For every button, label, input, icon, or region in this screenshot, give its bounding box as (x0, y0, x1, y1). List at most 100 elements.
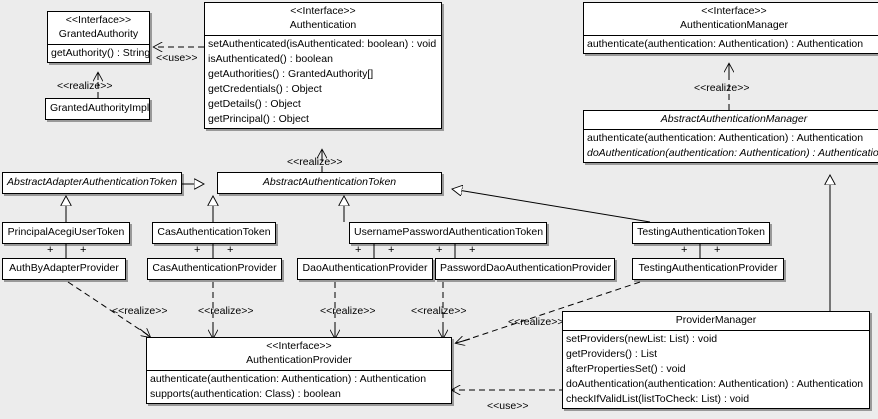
member-row: setProviders(newList: List) : void (566, 333, 718, 345)
edge-label-realize-authentication: <<realize>> (287, 156, 343, 168)
edge-label-use-granted-authority: <<use>> (156, 52, 198, 64)
rel-tat-generalizes-aat (452, 189, 651, 223)
class-name: AbstractAuthenticationToken (262, 176, 397, 188)
stereotype-label: <<Interface>> (65, 14, 132, 26)
class-name: GrantedAuthority (58, 28, 139, 40)
class-name: PasswordDaoAuthenticationProvider (440, 262, 612, 274)
class-header: CasAuthenticationToken (153, 223, 275, 243)
member-row: authenticate(authentication: Authenticat… (587, 132, 864, 144)
class-name: TestingAuthenticationToken (637, 226, 765, 238)
class-testing-authentication-provider[interactable]: TestingAuthenticationProvider (632, 258, 784, 280)
class-provider-manager[interactable]: ProviderManager setProviders(newList: Li… (562, 311, 870, 409)
class-header: PrincipalAcegiUserToken (3, 223, 129, 243)
class-name: AbstractAdapterAuthenticationToken (7, 176, 178, 188)
edge-label-realize-cas-authentication-provider: <<realize>> (198, 305, 254, 317)
class-password-dao-authentication-provider[interactable]: PasswordDaoAuthenticationProvider (435, 258, 615, 280)
class-members: authenticate(authentication: Authenticat… (584, 35, 878, 53)
class-principal-acegi-user-token[interactable]: PrincipalAcegiUserToken (2, 222, 130, 244)
multiplicity-plus: + (227, 244, 234, 256)
class-members: setAuthenticated(isAuthenticated: boolea… (205, 35, 441, 128)
class-header: ProviderManager (563, 312, 869, 330)
class-header: GrantedAuthorityImpl (46, 99, 149, 119)
edge-label-realize-authentication-manager: <<realize>> (694, 82, 750, 94)
class-members: getAuthority() : String (48, 44, 149, 62)
member-row: isAuthenticated() : boolean (208, 53, 333, 65)
class-name: AuthenticationManager (680, 19, 788, 31)
multiplicity-plus: + (436, 244, 443, 256)
multiplicity-plus: + (714, 244, 721, 256)
stereotype-label: <<Interface>> (266, 340, 332, 352)
member-row: getAuthorities() : GrantedAuthority[] (208, 68, 374, 80)
class-cas-authentication-token[interactable]: CasAuthenticationToken (152, 222, 276, 244)
multiplicity-plus: + (355, 244, 362, 256)
member-row: checkIfValidList(listToCheck: List) : vo… (566, 393, 750, 405)
edge-label-use-authentication-provider: <<use>> (487, 400, 529, 412)
class-granted-authority[interactable]: <<Interface>> GrantedAuthority getAuthor… (47, 11, 150, 63)
class-name: UsernamePasswordAuthenticationToken (354, 226, 544, 238)
class-header: TestingAuthenticationProvider (633, 259, 783, 279)
stereotype-label: <<Interface>> (290, 5, 356, 17)
class-name: PrincipalAcegiUserToken (7, 226, 125, 238)
class-header: <<Interface>> AuthenticationProvider (147, 338, 451, 370)
member-row: getCredentials() : Object (208, 83, 322, 95)
class-name: Authentication (289, 19, 357, 31)
class-header: AuthByAdapterProvider (3, 259, 125, 279)
member-row: setAuthenticated(isAuthenticated: boolea… (208, 38, 437, 50)
class-members: authenticate(authentication: Authenticat… (147, 370, 451, 403)
member-row: getDetails() : Object (208, 98, 301, 110)
multiplicity-plus: + (47, 244, 54, 256)
member-row: authenticate(authentication: Authenticat… (150, 373, 427, 385)
class-name: GrantedAuthorityImpl (50, 102, 150, 114)
class-authentication[interactable]: <<Interface>> Authentication setAuthenti… (204, 2, 442, 129)
class-abstract-adapter-authentication-token[interactable]: AbstractAdapterAuthenticationToken (2, 172, 182, 194)
class-header: TestingAuthenticationToken (633, 223, 769, 243)
class-name: AuthByAdapterProvider (9, 262, 119, 274)
class-username-password-authentication-token[interactable]: UsernamePasswordAuthenticationToken (349, 222, 547, 244)
member-row: getAuthority() : String (51, 47, 149, 59)
class-abstract-authentication-token[interactable]: AbstractAuthenticationToken (217, 172, 442, 194)
class-header: <<Interface>> AuthenticationManager (584, 3, 878, 35)
class-name: DaoAuthenticationProvider (302, 262, 428, 274)
class-auth-by-adapter-provider[interactable]: AuthByAdapterProvider (2, 258, 126, 280)
class-granted-authority-impl[interactable]: GrantedAuthorityImpl (45, 98, 150, 120)
class-abstract-authentication-manager[interactable]: AbstractAuthenticationManager authentica… (583, 110, 878, 163)
member-row: doAuthentication(authentication: Authent… (566, 378, 864, 390)
edge-label-realize-dao-authentication-provider: <<realize>> (320, 305, 376, 317)
class-header: UsernamePasswordAuthenticationToken (350, 223, 546, 243)
multiplicity-plus: + (681, 244, 688, 256)
class-header: PasswordDaoAuthenticationProvider (436, 259, 614, 279)
edge-label-realize-testing-authentication-provider: <<realize>> (508, 316, 564, 328)
class-name: AbstractAuthenticationManager (660, 113, 808, 125)
member-row: supports(authentication: Class) : boolea… (150, 388, 341, 400)
class-authentication-provider[interactable]: <<Interface>> AuthenticationProvider aut… (146, 337, 452, 404)
class-testing-authentication-token[interactable]: TestingAuthenticationToken (632, 222, 770, 244)
stereotype-label: <<Interface>> (701, 5, 767, 17)
class-authentication-manager[interactable]: <<Interface>> AuthenticationManager auth… (583, 2, 878, 54)
multiplicity-plus: + (388, 244, 395, 256)
multiplicity-plus: + (80, 244, 87, 256)
class-members: authenticate(authentication: Authenticat… (584, 129, 878, 162)
member-row: doAuthentication(authentication: Authent… (587, 147, 878, 159)
edge-label-realize-granted-authority: <<realize>> (57, 80, 113, 92)
class-header: DaoAuthenticationProvider (298, 259, 432, 279)
class-name: CasAuthenticationProvider (152, 262, 277, 274)
class-header: CasAuthenticationProvider (148, 259, 281, 279)
member-row: getProviders() : List (566, 348, 658, 360)
edge-label-realize-password-dao-authentication-provider: <<realize>> (411, 305, 467, 317)
member-row: authenticate(authentication: Authenticat… (587, 38, 864, 50)
multiplicity-plus: + (469, 244, 476, 256)
class-header: AbstractAuthenticationManager (584, 111, 878, 129)
edge-label-realize-auth-by-adapter-provider: <<realize>> (112, 305, 168, 317)
class-dao-authentication-provider[interactable]: DaoAuthenticationProvider (297, 258, 433, 280)
class-name: AuthenticationProvider (246, 354, 352, 366)
member-row: afterPropertiesSet() : void (566, 363, 686, 375)
class-cas-authentication-provider[interactable]: CasAuthenticationProvider (147, 258, 282, 280)
class-name: ProviderManager (675, 314, 757, 326)
multiplicity-plus: + (194, 244, 201, 256)
class-header: AbstractAuthenticationToken (218, 173, 441, 193)
class-header: AbstractAdapterAuthenticationToken (3, 173, 181, 193)
class-members: setProviders(newList: List) : void getPr… (563, 330, 869, 408)
member-row: getPrincipal() : Object (208, 113, 309, 125)
class-name: CasAuthenticationToken (157, 226, 271, 238)
